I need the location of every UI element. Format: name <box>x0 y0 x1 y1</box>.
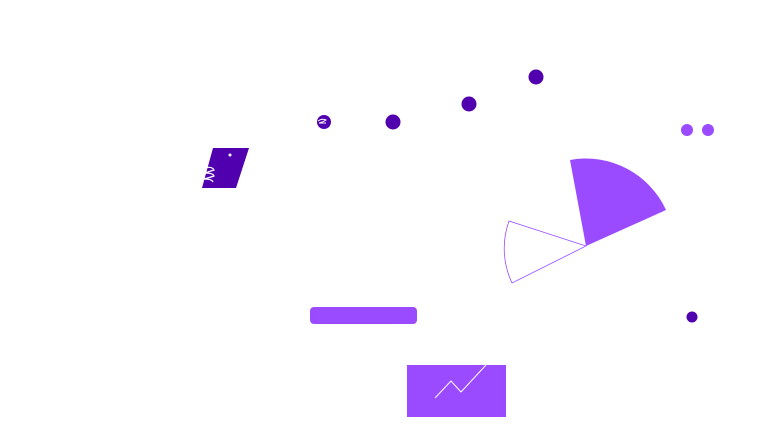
pie-chart-icon <box>503 158 666 284</box>
dot-icon <box>528 69 544 85</box>
progress-bar-icon <box>310 307 417 324</box>
dot-icon <box>385 114 401 130</box>
dot-icon <box>686 311 698 323</box>
trend-chart-icon <box>407 364 506 417</box>
dot-icon <box>461 96 477 112</box>
dot-icon <box>702 124 714 136</box>
tag-icon <box>202 148 249 188</box>
dot-icon <box>681 124 693 136</box>
dot-icon <box>317 115 331 129</box>
